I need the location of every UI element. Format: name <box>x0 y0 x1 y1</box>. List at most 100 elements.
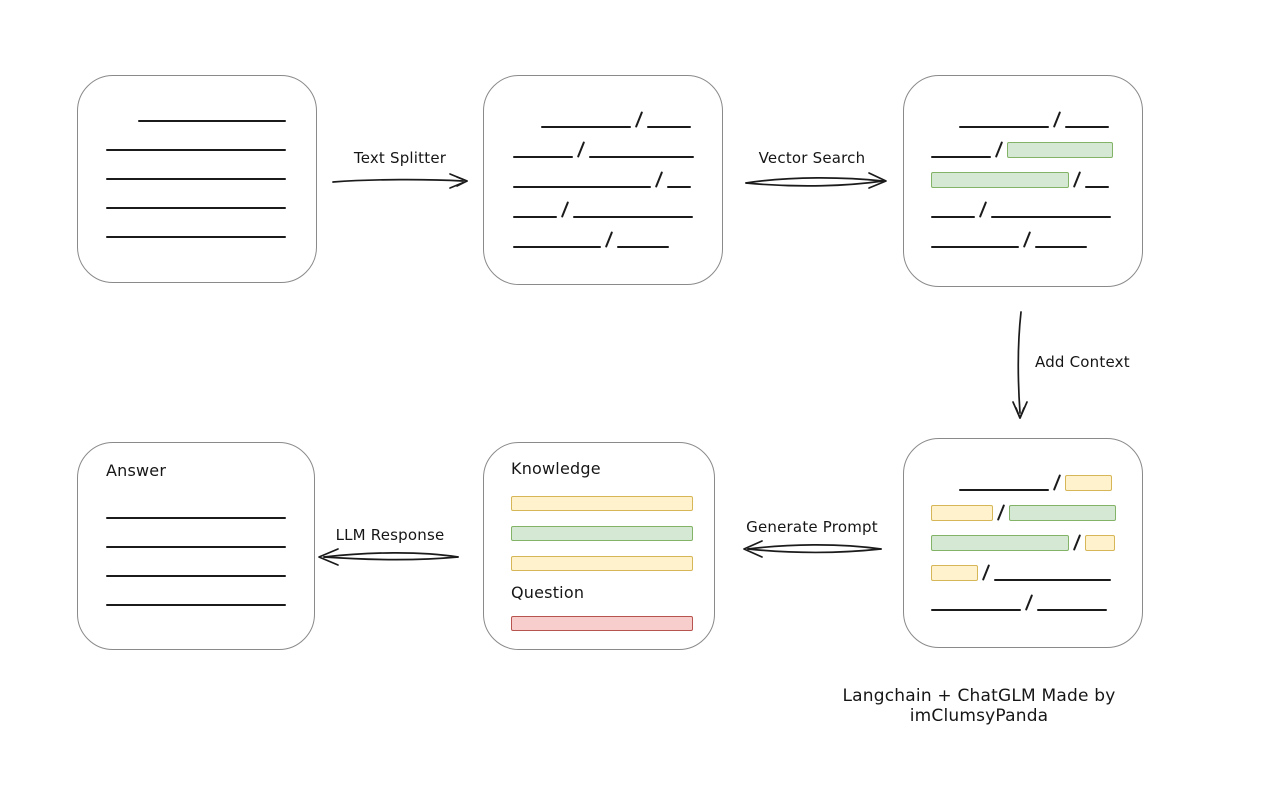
text-line <box>106 178 286 180</box>
prompt-content: Knowledge Question <box>484 443 714 631</box>
chunk-row <box>106 490 314 519</box>
add-context-label: Add Context <box>1035 353 1130 371</box>
text-line <box>513 186 651 188</box>
text-line <box>138 120 286 122</box>
chunk-separator-slash <box>654 171 664 188</box>
chunk-separator-slash <box>1052 474 1062 491</box>
add-context-arrow <box>1012 311 1028 419</box>
source-document-box <box>77 75 317 283</box>
chunk-separator-slash <box>1052 111 1062 128</box>
chunk-row <box>931 128 1142 158</box>
diagram-caption: Langchain + ChatGLM Made by imClumsyPand… <box>842 686 1116 726</box>
chunk-row <box>931 188 1142 218</box>
text-line <box>1065 126 1109 128</box>
chunk-row <box>106 122 316 151</box>
question-label: Question <box>511 583 585 602</box>
yellow-highlight-chunk <box>1065 475 1112 491</box>
retrieved-chunk-lines <box>904 76 1142 248</box>
text-line <box>541 126 631 128</box>
text-line <box>1037 609 1107 611</box>
chunk-row <box>513 188 722 218</box>
chunk-separator-slash <box>978 201 988 218</box>
chunk-row <box>106 577 314 606</box>
yellow-highlight-chunk <box>931 565 978 581</box>
text-chunks-box <box>483 75 723 285</box>
text-line <box>513 156 573 158</box>
chunk-separator-slash <box>994 141 1004 158</box>
answer-label: Answer <box>106 461 167 480</box>
text-line <box>106 575 286 577</box>
text-line <box>573 216 693 218</box>
text-splitter-label: Text Splitter <box>353 149 447 167</box>
generate-prompt-label: Generate Prompt <box>746 518 878 536</box>
text-line <box>513 246 601 248</box>
text-line <box>991 216 1111 218</box>
chunk-separator-slash <box>1072 534 1082 551</box>
chunk-row <box>106 519 314 548</box>
yellow-chunk-bar <box>511 556 693 571</box>
chunk-separator-slash <box>1024 594 1034 611</box>
text-line <box>617 246 669 248</box>
text-line <box>106 207 286 209</box>
vector-search-label: Vector Search <box>758 149 866 167</box>
chunk-row <box>513 98 722 128</box>
chunk-row <box>931 158 1142 188</box>
text-line <box>106 546 286 548</box>
knowledge-bars <box>511 496 714 571</box>
knowledge-label: Knowledge <box>511 459 601 478</box>
chunk-row <box>931 551 1142 581</box>
text-line <box>931 156 991 158</box>
text-line <box>959 126 1049 128</box>
text-line <box>106 149 286 151</box>
text-line <box>931 216 975 218</box>
text-line <box>106 604 286 606</box>
text-line <box>106 236 286 238</box>
yellow-highlight-chunk <box>1085 535 1115 551</box>
chunk-separator-slash <box>981 564 991 581</box>
chunk-row <box>931 218 1142 248</box>
text-line <box>959 489 1049 491</box>
yellow-highlight-chunk <box>931 505 993 521</box>
text-line <box>106 517 286 519</box>
chunk-row <box>931 521 1142 551</box>
text-line <box>647 126 691 128</box>
green-chunk-bar <box>511 526 693 541</box>
chunk-row <box>931 461 1142 491</box>
chunk-separator-slash <box>576 141 586 158</box>
green-highlight-chunk <box>931 535 1069 551</box>
chunk-separator-slash <box>604 231 614 248</box>
text-line <box>667 186 691 188</box>
llm-response-arrow <box>318 548 459 566</box>
context-chunk-lines <box>904 439 1142 611</box>
text-line <box>513 216 557 218</box>
retrieved-chunks-box <box>903 75 1143 287</box>
chunk-row <box>931 581 1142 611</box>
green-highlight-chunk <box>1007 142 1113 158</box>
text-line <box>1035 246 1087 248</box>
chunk-row <box>106 151 316 180</box>
chunk-separator-slash <box>634 111 644 128</box>
chunk-row <box>106 209 316 238</box>
chunk-separator-slash <box>1022 231 1032 248</box>
document-lines <box>78 76 316 238</box>
chunk-row <box>106 180 316 209</box>
generate-prompt-arrow <box>743 540 882 558</box>
chunk-separator-slash <box>1072 171 1082 188</box>
chunk-row <box>513 218 722 248</box>
text-line <box>931 609 1021 611</box>
text-line <box>931 246 1019 248</box>
text-splitter-arrow <box>332 173 468 189</box>
answer-box: Answer <box>77 442 315 650</box>
chunk-separator-slash <box>996 504 1006 521</box>
chunk-row <box>513 128 722 158</box>
chunk-lines <box>484 76 722 248</box>
green-highlight-chunk <box>931 172 1069 188</box>
chunk-separator-slash <box>560 201 570 218</box>
text-line <box>994 579 1111 581</box>
chunk-row <box>106 93 316 122</box>
yellow-chunk-bar <box>511 496 693 511</box>
green-highlight-chunk <box>1009 505 1116 521</box>
chunk-row <box>931 98 1142 128</box>
question-bars <box>511 616 714 631</box>
